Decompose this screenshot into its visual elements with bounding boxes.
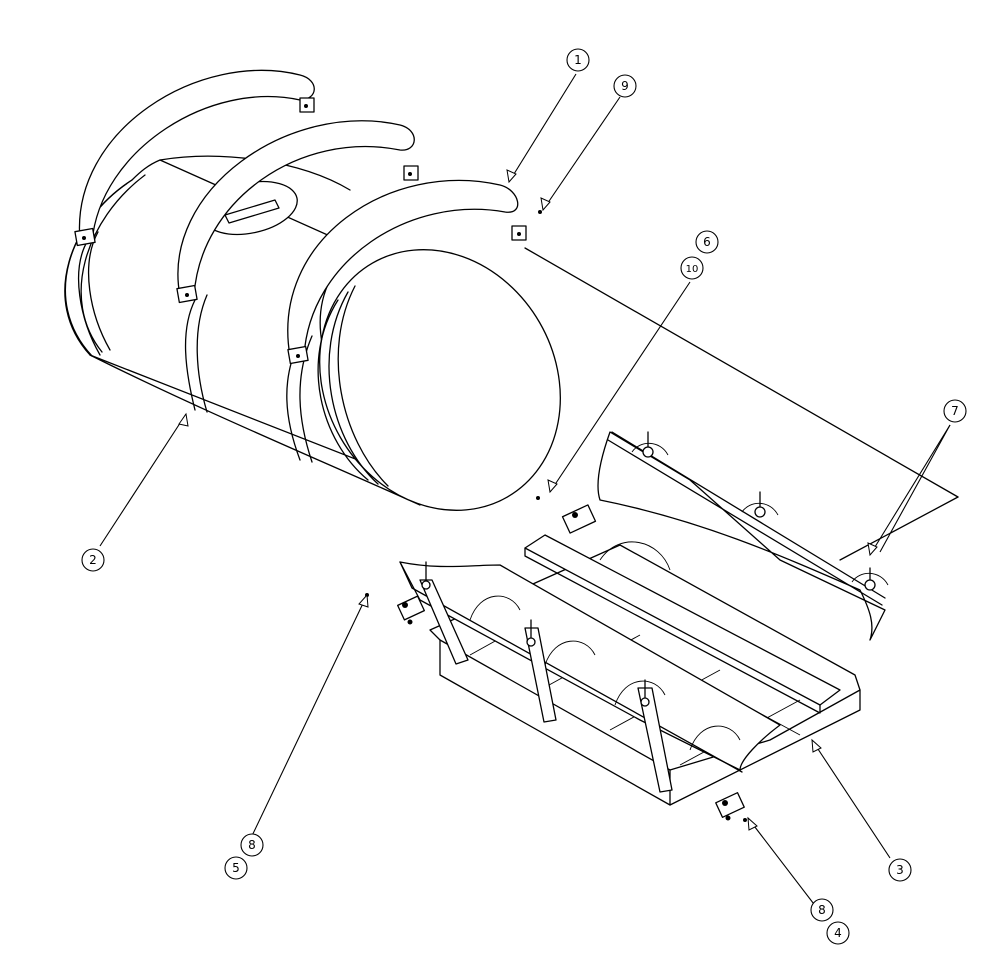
balloon-10: 10: [680, 256, 704, 280]
svg-text:1: 1: [574, 53, 582, 67]
balloon-8-right: 8: [810, 898, 834, 922]
balloon-9: 9: [613, 74, 637, 98]
svg-text:7: 7: [951, 404, 959, 418]
svg-text:4: 4: [834, 926, 842, 940]
balloon-4: 4: [826, 921, 850, 945]
balloon-2: 2: [81, 548, 105, 572]
balloon-3: 3: [888, 858, 912, 882]
balloon-5: 5: [224, 856, 248, 880]
svg-text:8: 8: [818, 903, 826, 917]
svg-text:2: 2: [89, 553, 97, 567]
svg-text:10: 10: [686, 264, 699, 275]
tank-frame: [365, 210, 889, 822]
tank-straps: [74, 69, 527, 365]
svg-text:9: 9: [621, 79, 629, 93]
balloon-6: 6: [695, 230, 719, 254]
svg-text:6: 6: [703, 235, 711, 249]
svg-text:3: 3: [896, 863, 904, 877]
cradle-outline: [524, 247, 959, 561]
svg-text:5: 5: [232, 861, 240, 875]
svg-text:8: 8: [248, 838, 256, 852]
balloon-8-left: 8: [240, 833, 264, 857]
balloon-7: 7: [943, 399, 967, 423]
balloon-1: 1: [566, 48, 590, 72]
leader-lines: [99, 73, 951, 913]
tank: [64, 155, 561, 511]
